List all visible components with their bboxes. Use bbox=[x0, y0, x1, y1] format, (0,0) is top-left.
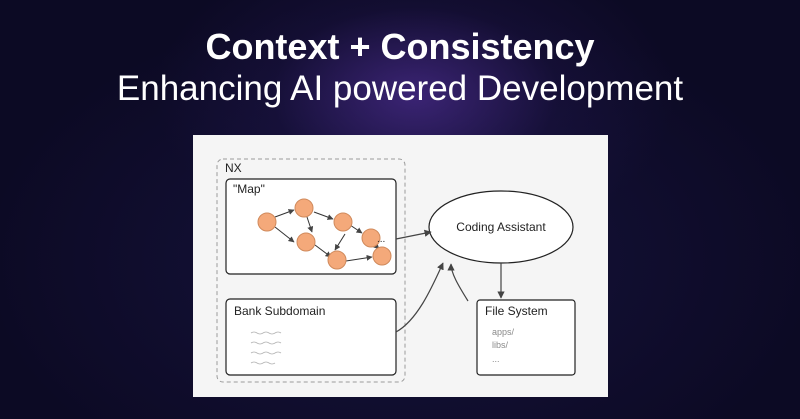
map-edge bbox=[334, 233, 346, 251]
bank-placeholder-lines bbox=[250, 331, 282, 365]
map-node bbox=[372, 246, 392, 266]
map-node bbox=[361, 228, 381, 248]
nx-label: NX bbox=[225, 161, 242, 175]
file-system-entry-libs: libs/ bbox=[492, 340, 509, 350]
placeholder-line bbox=[250, 361, 276, 365]
map-ellipsis: ... bbox=[377, 234, 385, 245]
file-system-label: File System bbox=[485, 304, 548, 318]
connectors bbox=[395, 229, 505, 333]
file-system-entry-apps: apps/ bbox=[492, 327, 515, 337]
map-node bbox=[294, 198, 314, 218]
map-edge bbox=[313, 211, 334, 220]
map-edge bbox=[349, 224, 363, 234]
placeholder-line bbox=[250, 331, 282, 335]
file-system-entry-more: ... bbox=[492, 354, 500, 364]
map-node bbox=[333, 212, 353, 232]
bank-subdomain-box bbox=[225, 298, 397, 376]
map-node bbox=[327, 250, 347, 270]
filesystem-to-assistant-arrow bbox=[447, 263, 469, 302]
nx-container bbox=[216, 158, 406, 383]
map-edge bbox=[306, 216, 314, 233]
placeholder-line bbox=[250, 341, 282, 345]
map-edge bbox=[345, 254, 373, 262]
map-node bbox=[257, 212, 277, 232]
map-edge bbox=[274, 226, 295, 243]
page-title: Context + Consistency bbox=[205, 26, 595, 67]
bank-to-assistant-arrow bbox=[395, 262, 444, 333]
map-node bbox=[296, 232, 316, 252]
bank-subdomain-label: Bank Subdomain bbox=[234, 304, 325, 318]
map-to-assistant-arrow bbox=[395, 229, 432, 240]
page-subtitle: Enhancing AI powered Development bbox=[116, 69, 684, 108]
map-edge bbox=[274, 209, 295, 218]
architecture-diagram: NX "Map" ... Bank Subd bbox=[216, 158, 576, 383]
coding-assistant-label: Coding Assistant bbox=[456, 220, 546, 234]
map-label: "Map" bbox=[233, 182, 265, 196]
map-nodes bbox=[257, 198, 392, 270]
diagram-panel: NX "Map" ... Bank Subd bbox=[193, 135, 608, 397]
file-system-box bbox=[476, 299, 576, 376]
map-edge bbox=[314, 244, 332, 258]
placeholder-line bbox=[250, 351, 282, 355]
